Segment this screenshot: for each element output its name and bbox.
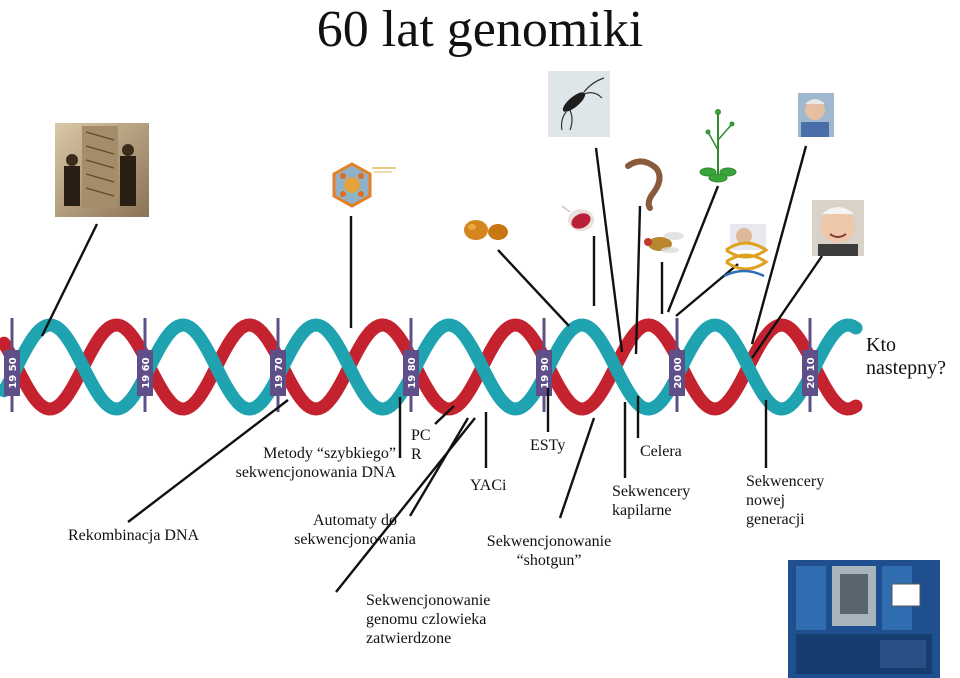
year-tick: 19 90 — [536, 318, 552, 412]
connector-line — [751, 255, 823, 359]
arabidopsis-plant — [699, 109, 737, 183]
sequencer-instrument — [788, 560, 940, 678]
label-line: sekwencjonowania DNA — [235, 464, 396, 481]
year-tick-label: 19 80 — [407, 357, 418, 388]
label-line: Automaty do — [313, 512, 397, 529]
year-tick: 19 50 — [4, 318, 20, 412]
year-tick: 19 60 — [137, 318, 153, 412]
label-esty: ESTy — [530, 437, 566, 454]
year-tick-label: 19 50 — [8, 357, 19, 388]
label-kto-nastepny: Kto nastepny? — [866, 334, 946, 380]
label-automaty: Automaty do sekwencjonowania — [280, 511, 430, 549]
label-line: zatwierdzone — [366, 630, 452, 647]
connector-line — [434, 405, 455, 425]
label-line: Metody “szybkiego” — [263, 445, 396, 462]
label-genom-czlowieka: Sekwencjonowanie genomu czlowieka zatwie… — [366, 591, 490, 648]
label-line: Sekwencjonowanie — [366, 592, 491, 609]
connector-line — [335, 417, 476, 593]
year-tick-label: 20 00 — [673, 357, 684, 388]
year-ticks: 19 50 19 60 19 70 19 80 19 90 20 00 20 10 — [4, 318, 818, 412]
diagram-title: 60 lat genomiki — [316, 1, 644, 58]
scientist-portrait-smiling — [812, 200, 864, 256]
label-line: kapilarne — [612, 502, 672, 519]
label-line: sekwencjonowania — [294, 531, 416, 548]
label-line: Sekwencery — [746, 473, 825, 490]
label-line: “shotgun” — [516, 552, 582, 569]
label-szybkie-sekwencjonowanie: Metody “szybkiego” sekwencjonowania DNA — [214, 444, 396, 482]
scientist-portrait-helix — [723, 224, 769, 278]
year-tick-box — [802, 350, 818, 396]
year-tick-box — [403, 350, 419, 396]
label-sekwencery-nowej-generacji: Sekwencery nowej generacji — [746, 472, 824, 529]
fruit-fly — [644, 232, 684, 253]
label-line: Kto — [866, 334, 896, 356]
label-line: Sekwencjonowanie — [486, 533, 612, 550]
label-line: nastepny? — [866, 357, 946, 379]
connector-line — [40, 223, 99, 337]
watson-crick-photo — [55, 123, 149, 217]
connector-lines — [40, 145, 823, 593]
year-tick-box — [536, 350, 552, 396]
connector-line — [666, 185, 720, 313]
label-rekombinacja: Rekombinacja DNA — [68, 527, 200, 544]
label-pcr: PC R — [411, 426, 431, 464]
scientist-portrait-elder — [798, 93, 834, 137]
connector-line — [127, 399, 289, 523]
ecoli-bacterium — [561, 205, 594, 231]
year-tick-label: 19 60 — [141, 357, 152, 388]
label-line: genomu czlowieka — [366, 611, 487, 628]
year-tick-box — [270, 350, 286, 396]
year-tick-box — [4, 350, 20, 396]
year-tick-box — [137, 350, 153, 396]
connector-line — [750, 145, 808, 345]
label-yac: YACi — [470, 477, 507, 494]
connector-line — [634, 205, 642, 355]
year-tick: 19 70 — [270, 318, 286, 412]
year-tick-label: 19 90 — [540, 357, 551, 388]
connector-line — [497, 249, 570, 327]
label-line: generacji — [746, 511, 805, 528]
connector-line — [675, 263, 739, 317]
label-line: nowej — [746, 492, 786, 509]
label-line: Sekwencery — [612, 483, 691, 500]
bacterium-micrograph — [548, 71, 610, 137]
year-tick: 19 80 — [403, 318, 419, 412]
label-line: PC — [411, 427, 431, 444]
year-tick: 20 00 — [669, 318, 685, 412]
label-sekwencery-kapilarne: Sekwencery kapilarne — [612, 482, 690, 520]
label-shotgun: Sekwencjonowanie “shotgun” — [476, 532, 622, 570]
year-tick-box — [669, 350, 685, 396]
connector-line — [408, 417, 470, 517]
virus-capsid — [332, 162, 396, 208]
yeast-cells — [464, 220, 508, 240]
year-tick-label: 19 70 — [274, 357, 285, 388]
connector-line — [594, 147, 624, 353]
label-celera: Celera — [640, 443, 682, 460]
year-tick-label: 20 10 — [806, 357, 817, 388]
label-line: R — [411, 446, 422, 463]
year-tick: 20 10 — [802, 318, 818, 412]
nematode-worm — [625, 158, 663, 211]
connector-line — [558, 417, 596, 519]
